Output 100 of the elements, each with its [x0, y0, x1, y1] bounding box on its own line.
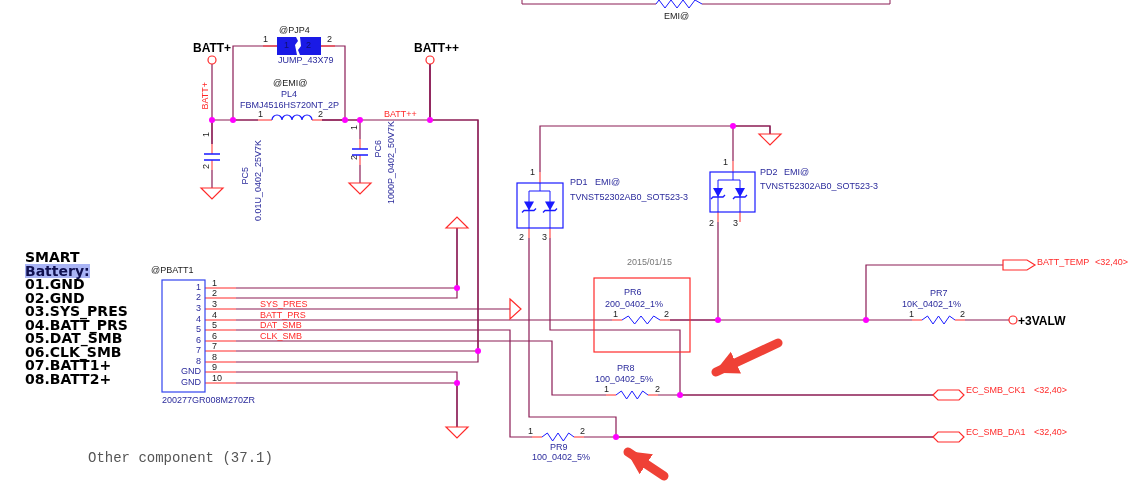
net-label: BATT+ — [201, 82, 210, 110]
pin-number: 1 — [263, 35, 268, 44]
part-value: 100_0402_5% — [532, 453, 591, 462]
pin-number: 2 — [664, 310, 669, 319]
part-label: PC6 — [374, 140, 383, 158]
wire — [235, 329, 533, 438]
part-label: PR8 — [617, 364, 635, 373]
net-label: EMI@ — [664, 12, 690, 21]
part-value: 1000P_0402_50V7K — [387, 121, 396, 205]
part-label: @PJP4 — [279, 26, 310, 35]
net-label: DAT_SMB — [260, 320, 302, 330]
net-label: CLK_SMB — [260, 331, 303, 341]
part-label: @EMI@ — [273, 79, 308, 88]
pin-number: 1 — [604, 385, 609, 394]
note: Other component (37.1) — [88, 450, 273, 466]
part-value: TVNST52302AB0_SOT523-3 — [760, 182, 879, 191]
pin-number: 4 — [212, 310, 217, 320]
net-name: BATT+ — [193, 41, 232, 55]
pin-name: 3 — [196, 304, 201, 313]
part-value: 200277GR008M270ZR — [162, 396, 256, 405]
pin-number: 8 — [212, 352, 217, 362]
pin-number: 2 — [580, 427, 585, 436]
pin-list-item: 05.DAT_SMB — [25, 331, 123, 345]
pin-number: 2 — [519, 233, 524, 242]
wire — [235, 382, 458, 428]
part-label: PR9 — [550, 443, 568, 452]
part-label: @PBATT1 — [151, 266, 194, 275]
pin-list-item: 02.GND — [25, 290, 85, 305]
pin-number: 2 — [960, 310, 965, 319]
pin-number: 2 — [202, 164, 211, 169]
net-label: BATT_PRS — [260, 310, 306, 320]
page-reference: <32,40> — [1034, 428, 1068, 437]
date-note: 2015/01/15 — [627, 258, 673, 267]
pin-number: 2 — [709, 219, 714, 228]
part-label: PD2 — [760, 168, 778, 177]
pin-number: 1 — [909, 310, 914, 319]
pin-name: 5 — [196, 325, 201, 334]
pin-number: 2 — [350, 155, 359, 160]
pin-name: 6 — [196, 336, 201, 345]
pin-name: 1 — [196, 283, 201, 292]
part-label: PR7 — [930, 289, 948, 298]
wire — [211, 169, 213, 189]
pin-name: GND — [181, 367, 201, 376]
part-value: TVNST52302AB0_SOT523-3 — [570, 193, 689, 202]
net-name: BATT++ — [414, 41, 460, 55]
pin-number: 6 — [212, 331, 217, 341]
part-label: PC5 — [241, 167, 250, 185]
pin-number: 9 — [212, 362, 217, 372]
pin-number: 3 — [542, 233, 547, 242]
part-label: EMI@ — [595, 178, 621, 187]
pin-number: 2 — [212, 288, 217, 298]
pin-number: 2 — [655, 385, 660, 394]
net-label: SYS_PRES — [260, 299, 308, 309]
pin-list-item: 03.SYS_PRES — [25, 304, 128, 318]
net-name: +3VALW — [1018, 314, 1066, 328]
part-label: EMI@ — [784, 168, 810, 177]
wire — [732, 125, 771, 162]
wire — [235, 340, 607, 396]
pin-number: 3 — [212, 299, 217, 309]
part-label: PL4 — [281, 90, 297, 99]
part-label: PD1 — [570, 178, 588, 187]
pin-number: 1 — [202, 132, 211, 137]
pin-name: 2 — [196, 293, 201, 302]
pin-name: 4 — [196, 315, 201, 324]
pin-number: 1 — [258, 110, 263, 119]
part-label: PR6 — [624, 288, 642, 297]
page-reference: <32,40> — [1095, 258, 1129, 267]
wire — [669, 319, 913, 321]
net-label: BATT++ — [384, 110, 417, 119]
wire — [359, 164, 361, 184]
callout-arrow — [711, 338, 783, 377]
part-value: JUMP_43X79 — [278, 56, 334, 65]
pin-number: 1 — [528, 427, 533, 436]
pin-number: 10 — [212, 373, 222, 383]
pin-number: 1 — [723, 158, 728, 167]
pin-number: 2 — [327, 35, 332, 44]
part-value: 100_0402_5% — [595, 375, 654, 384]
pin-list-item: 08.BATT2+ — [25, 371, 112, 386]
part-value: 0.01U_0402_25V7K — [254, 140, 263, 222]
pin-name: 8 — [196, 357, 201, 366]
heading: SMART — [25, 250, 80, 264]
part-value: 200_0402_1% — [605, 300, 664, 309]
net-name: BATT_TEMP — [1037, 258, 1090, 267]
pin-number: 1 — [530, 168, 535, 177]
page-reference: <32,40> — [1034, 386, 1068, 395]
wire — [235, 319, 613, 321]
heading: Battery: — [25, 263, 90, 278]
pin-number: 1 — [212, 278, 217, 288]
pin-number: 7 — [212, 341, 217, 351]
pin-number: 2 — [306, 41, 311, 50]
pin-number: 5 — [212, 320, 217, 330]
pin-number: 1 — [350, 125, 359, 130]
pin-name: GND — [181, 378, 201, 387]
net-name: EC_SMB_CK1 — [966, 386, 1026, 395]
part-value: 10K_0402_1% — [902, 300, 962, 309]
pin-list-item: 07.BATT1+ — [25, 358, 112, 372]
net-name: EC_SMB_DA1 — [966, 428, 1026, 437]
wire — [549, 237, 934, 396]
wire — [528, 237, 934, 438]
callout-arrow — [623, 447, 669, 481]
